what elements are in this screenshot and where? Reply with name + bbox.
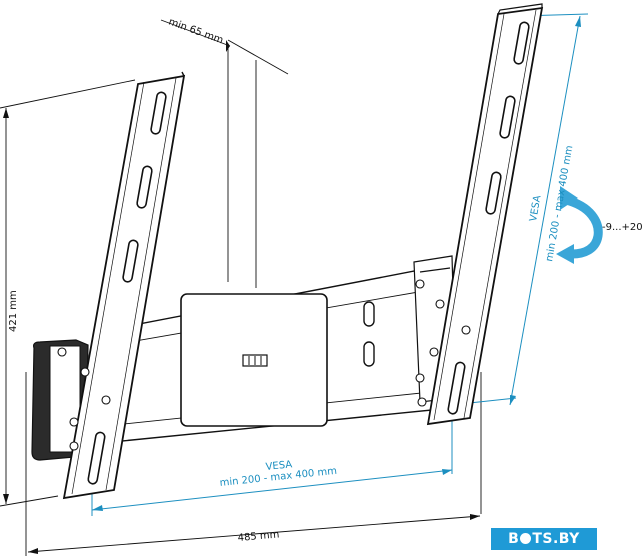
site-logo: B TS.BY <box>491 528 597 550</box>
logo-dot-icon <box>520 533 532 544</box>
tilt-arrow-icon <box>556 186 603 264</box>
right-arm <box>415 3 544 426</box>
dimension-lines <box>0 19 482 556</box>
vesa-arrowheads <box>92 16 581 511</box>
logo-text-right: TS.BY <box>532 531 580 547</box>
vesa-horizontal-label: VESA <box>265 459 293 473</box>
logo-text-left: B <box>508 531 520 547</box>
dimension-arrowheads <box>3 40 480 554</box>
vesa-vertical-label: VESA <box>528 194 543 222</box>
wall-plate <box>107 267 433 443</box>
vesa-lines <box>91 13 589 516</box>
width-label: 485 mm <box>237 529 280 544</box>
tilt-range-label: -9...+20° <box>602 222 643 233</box>
min-depth-label: min 65 mm <box>167 16 225 46</box>
height-label: 421 mm <box>8 290 19 332</box>
left-arm <box>57 71 186 500</box>
